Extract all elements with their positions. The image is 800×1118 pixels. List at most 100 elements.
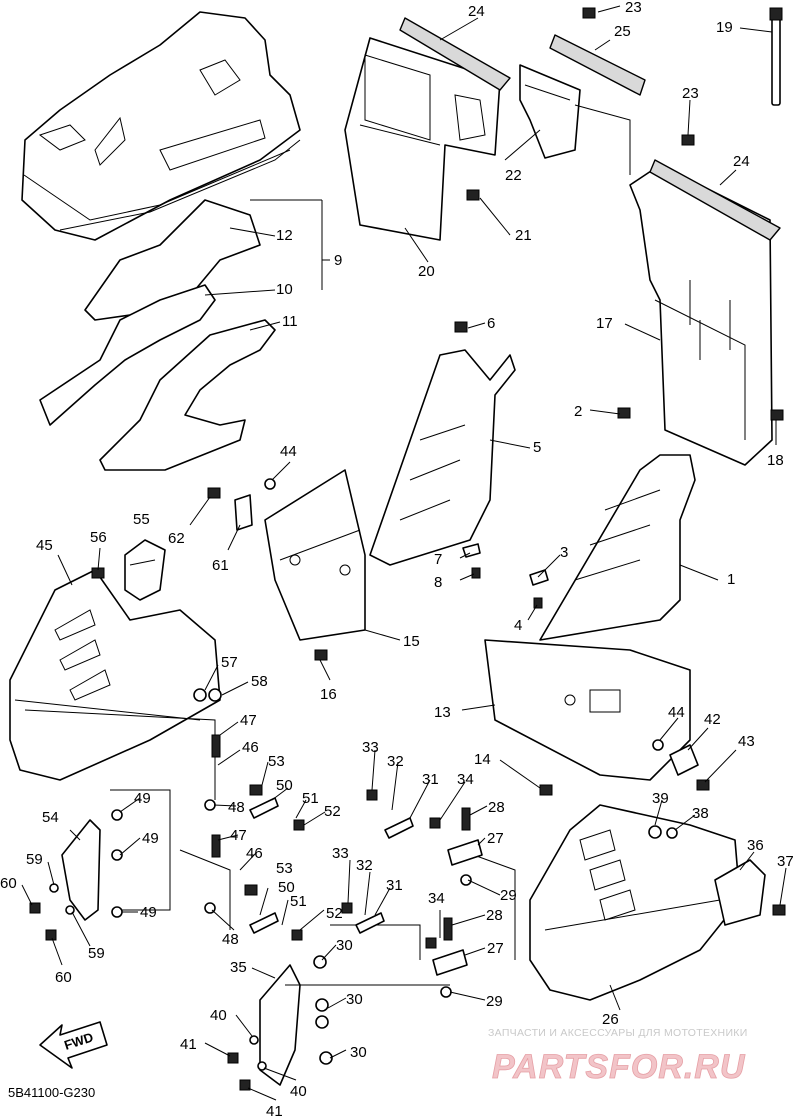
callout-8: 8 [434,574,442,591]
callout-29-top: 29 [500,887,517,904]
callout-1: 1 [727,571,735,588]
callout-30-top: 30 [336,937,353,954]
callout-29-bottom: 29 [486,993,503,1010]
callout-55: 55 [133,511,150,528]
callout-48-top: 48 [228,799,245,816]
side-cover-1-part [539,454,696,641]
callout-62: 62 [168,530,185,547]
callout-6: 6 [487,315,495,332]
callout-49-mid: 49 [142,830,159,847]
callout-31-top: 31 [422,771,439,788]
callout-39: 39 [652,790,669,807]
callout-31-bottom: 31 [386,877,403,894]
callout-28-top: 28 [488,799,505,816]
callout-7: 7 [434,551,442,568]
callout-27-top: 27 [487,830,504,847]
foot-guard-26-part [529,804,741,1001]
callout-41-bottom: 41 [266,1103,283,1118]
callout-30-bottom: 30 [350,1044,367,1061]
watermark-tagline: ЗАПЧАСТИ И АКСЕССУАРЫ ДЛЯ МОТОТЕХНИКИ [488,1027,748,1039]
callout-23-right: 23 [682,85,699,102]
callout-37: 37 [777,853,794,870]
bracket-15-part [264,469,366,641]
callout-13: 13 [434,704,451,721]
callout-36: 36 [747,837,764,854]
callout-43: 43 [738,733,755,750]
callout-57: 57 [221,654,238,671]
callout-28-bottom: 28 [486,907,503,924]
callout-leaders [21,5,787,1101]
callout-33-top: 33 [362,739,379,756]
callout-34-top: 34 [457,771,474,788]
callout-46-bottom: 46 [246,845,263,862]
watermark-logo: PARTSFOR.RU [492,1048,746,1086]
callout-30-mid: 30 [346,991,363,1008]
callout-14: 14 [474,751,491,768]
seat-cover-part [21,11,301,241]
callout-4: 4 [514,617,522,634]
callout-9: 9 [334,252,342,269]
callout-53-bottom: 53 [276,860,293,877]
callout-22: 22 [505,167,522,184]
callout-49-top: 49 [134,790,151,807]
callout-18: 18 [767,452,784,469]
callout-10: 10 [276,281,293,298]
panel-13-part [484,639,691,781]
callout-60-bottom: 60 [55,969,72,986]
panel-20-part [344,17,511,241]
callout-33-bottom: 33 [332,845,349,862]
callout-52-bottom: 52 [326,905,343,922]
callout-12: 12 [276,227,293,244]
callout-60-top: 60 [0,875,17,892]
callout-44-left: 44 [280,443,297,460]
callout-19: 19 [716,19,733,36]
rear-panel-17-part [629,159,781,466]
callout-50-bottom: 50 [278,879,295,896]
callout-44-right: 44 [668,704,685,721]
callout-32-top: 32 [387,753,404,770]
foot-guard-45-part [9,569,221,781]
callout-20: 20 [418,263,435,280]
callout-26: 26 [602,1011,619,1028]
callout-24-right: 24 [733,153,750,170]
callout-17: 17 [596,315,613,332]
callout-27-bottom: 27 [487,940,504,957]
callout-46-top: 46 [242,739,259,756]
callout-15: 15 [403,633,420,650]
callout-11: 11 [282,313,298,330]
callout-32-bottom: 32 [356,857,373,874]
seat-pad-10 [39,284,216,426]
callout-56: 56 [90,529,107,546]
bracket-55-part [124,539,166,601]
callout-3: 3 [560,544,568,561]
side-cover-5-part [369,349,516,566]
callout-35: 35 [230,959,247,976]
callout-16: 16 [320,686,337,703]
callout-47-top: 47 [240,712,257,729]
callout-58: 58 [251,673,268,690]
callout-38: 38 [692,805,709,822]
callout-2: 2 [574,403,582,420]
callout-24-top: 24 [468,3,485,20]
callout-61: 61 [212,557,229,574]
callout-49-bottom: 49 [140,904,157,921]
seat-pad-11 [99,319,276,471]
callout-5: 5 [533,439,541,456]
callout-51-bottom: 51 [290,893,307,910]
fwd-arrow: FWD [39,1021,108,1069]
callout-45: 45 [36,537,53,554]
callout-59-bottom: 59 [88,945,105,962]
callout-51-top: 51 [302,790,319,807]
diagram-code: 5B41100-G230 [8,1085,95,1100]
callout-50-top: 50 [276,777,293,794]
callout-47-bottom: 47 [230,827,247,844]
callout-48-bottom: 48 [222,931,239,948]
callout-42: 42 [704,711,721,728]
bracket-36-part [714,859,766,926]
callout-54: 54 [42,809,59,826]
duct-22-part [519,34,646,175]
callout-59-top: 59 [26,851,43,868]
callout-21: 21 [515,227,532,244]
